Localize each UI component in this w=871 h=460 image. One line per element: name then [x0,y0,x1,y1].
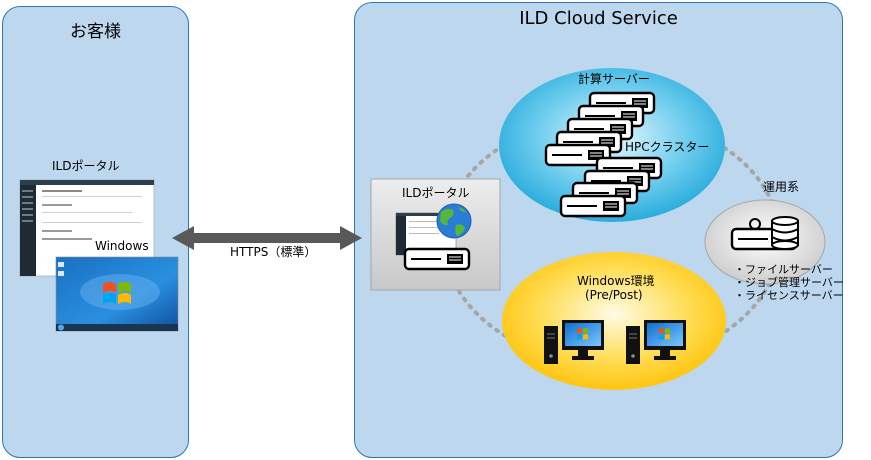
operations-item: ライセンスサーバー [734,289,844,302]
operations-item: ファイルサーバー [734,263,844,276]
customer-windows-screenshot [55,256,179,332]
https-label: HTTPS（標準） [230,245,317,259]
customer-windows-label: Windows [92,239,152,253]
compute-title: 計算サーバー [578,72,650,86]
windows-env-subtitle: (Pre/Post) [585,288,643,302]
globe-icon [436,203,472,239]
database-icon [771,216,799,250]
operations-title: 運用系 [763,180,800,194]
customer-portal-label: ILDポータル [52,159,120,173]
hpc-cluster-label: HPCクラスター [625,140,710,154]
cloud-service-title: ILD Cloud Service [519,8,678,29]
https-arrow [172,226,362,250]
cloud-portal-box [370,178,501,291]
windows-env-title: Windows環境 [577,274,655,288]
cloud-portal-label: ILDポータル [402,186,470,200]
customer-title: お客様 [70,22,121,42]
operations-list: ファイルサーバー ジョブ管理サーバー ライセンスサーバー [734,263,844,302]
operations-item: ジョブ管理サーバー [734,276,844,289]
